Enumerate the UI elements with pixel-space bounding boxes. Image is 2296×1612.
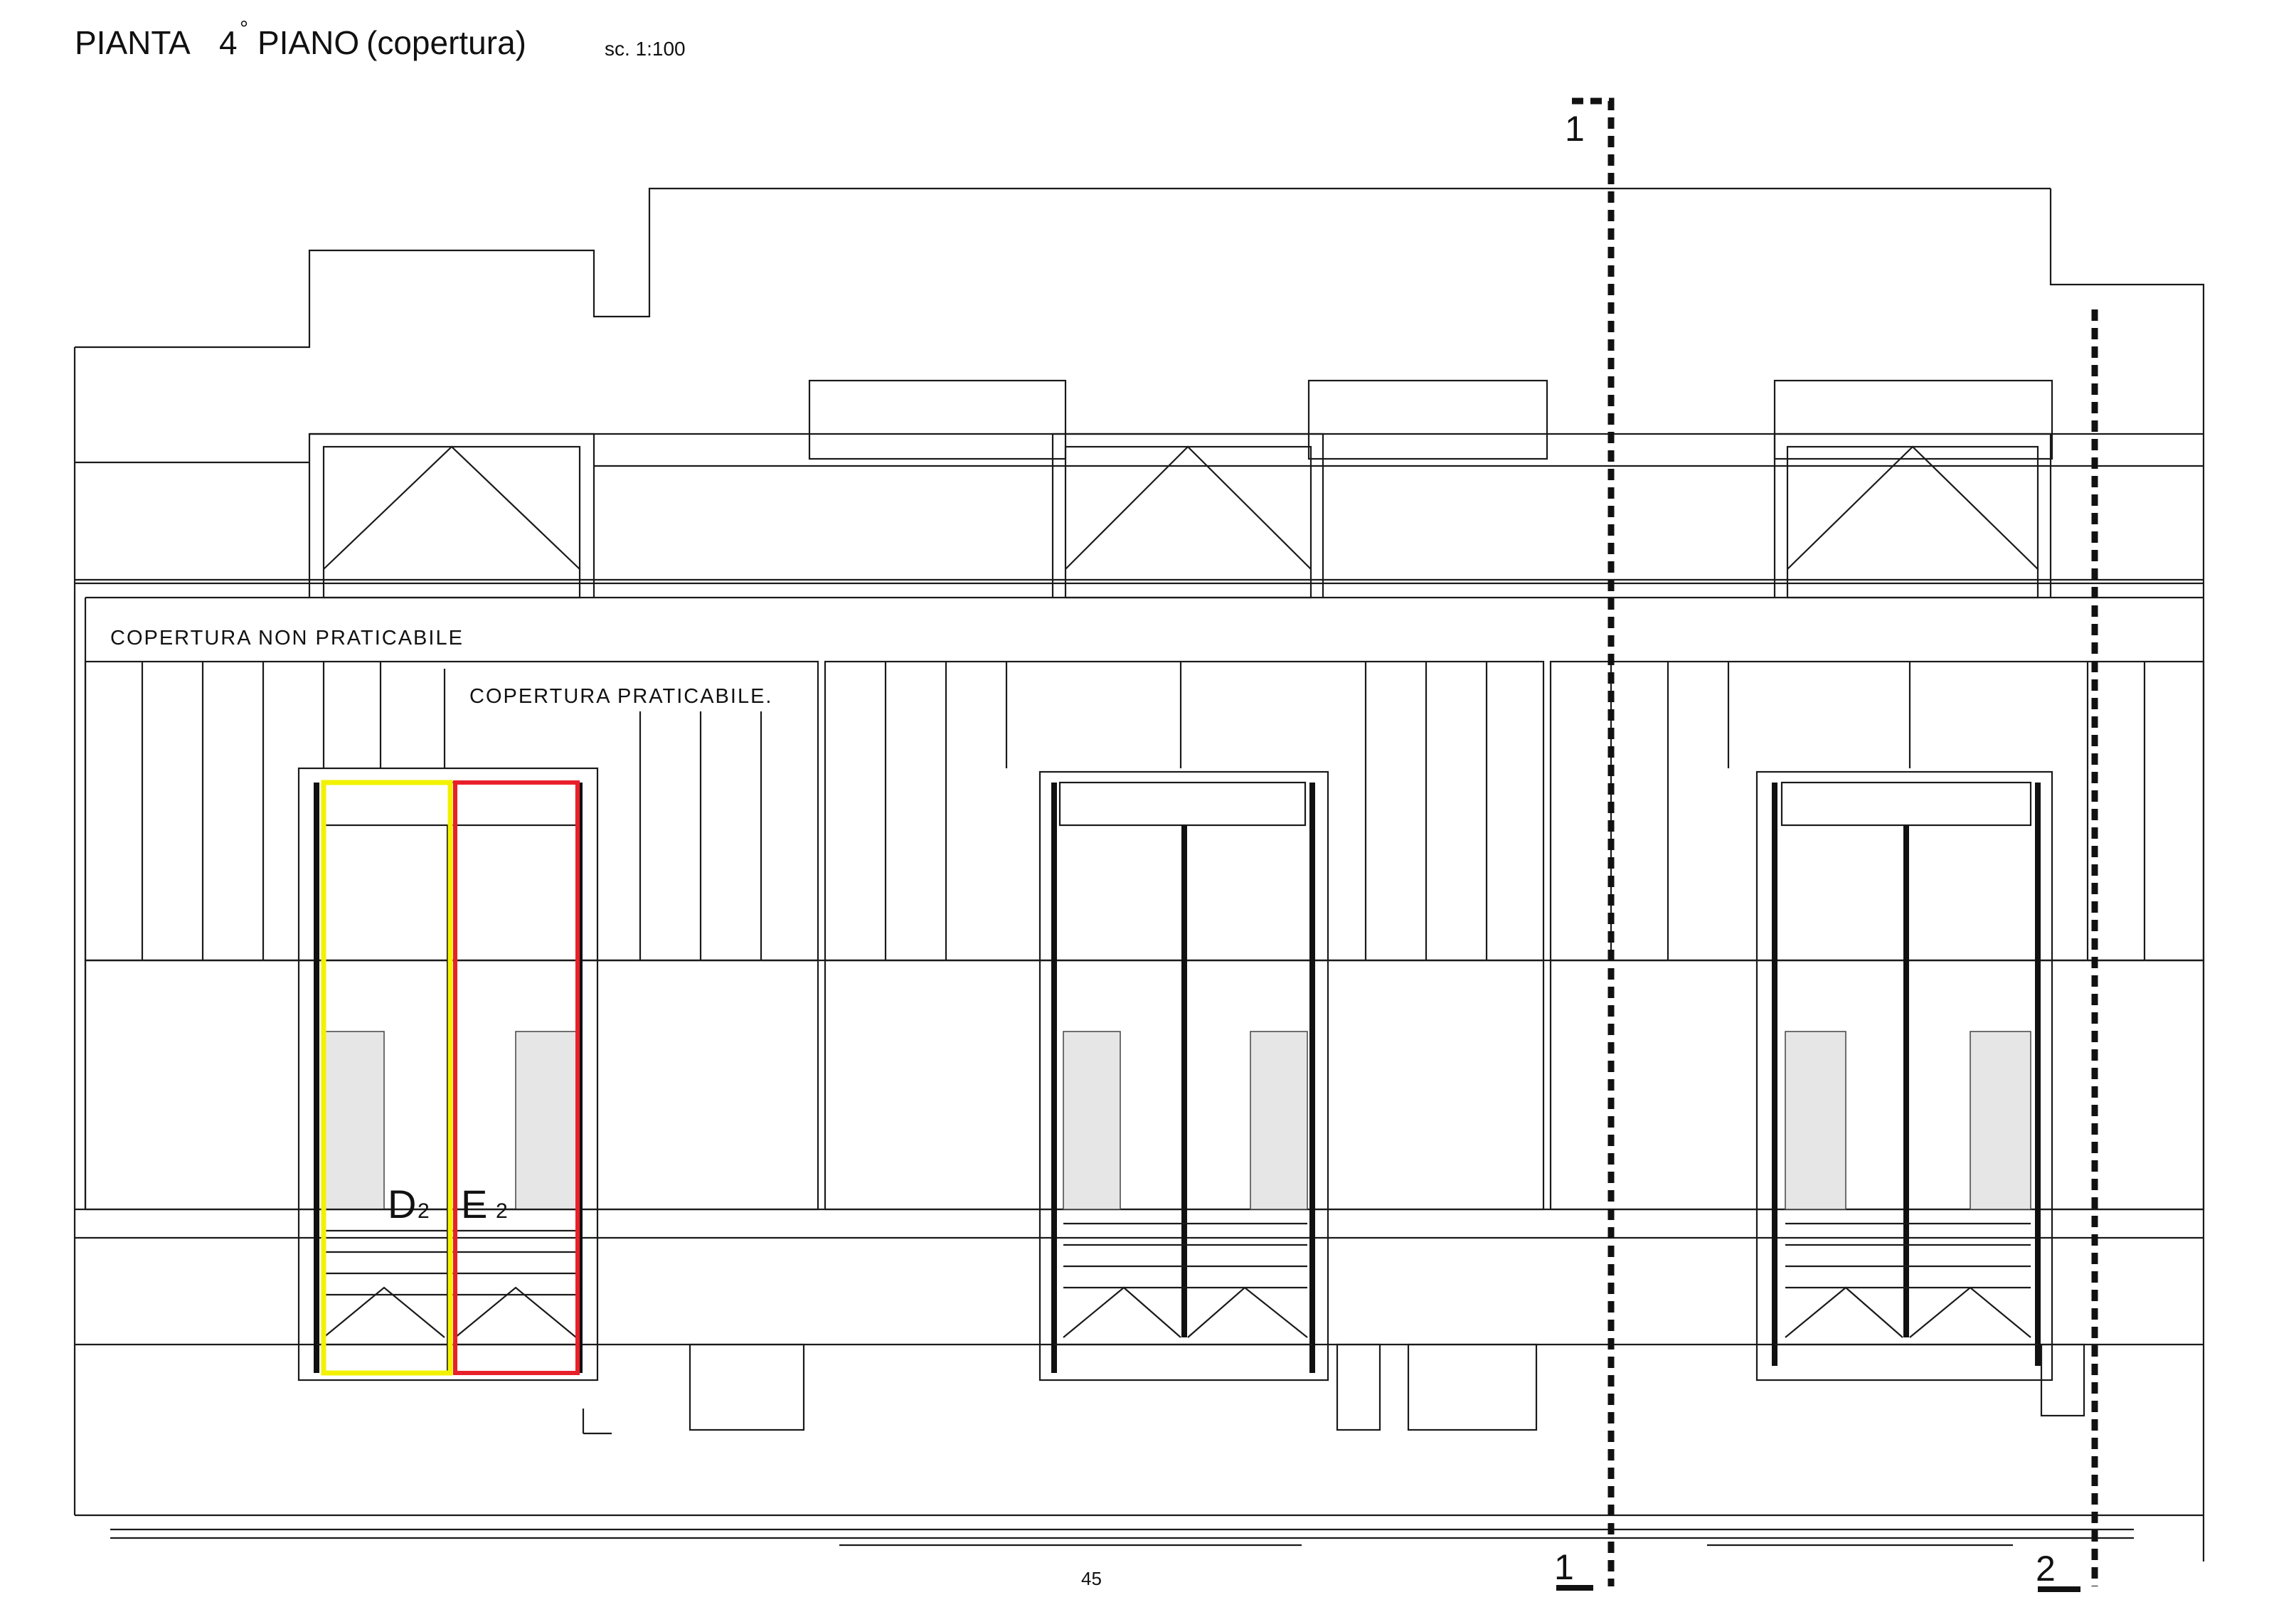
floor-number: 4 [219,24,238,61]
page-number: 45 [1081,1568,1102,1589]
section-1-top-label: 1 [1565,109,1585,149]
section-2-bottom-label: 2 [2036,1549,2056,1589]
section-line-1: 1 1 [1554,97,1615,1591]
unit-d2-highlight[interactable] [321,780,453,1376]
unit-e2-highlight[interactable] [453,780,580,1375]
unit-e-subscript: 2 [496,1199,508,1223]
floor-superscript: ° [240,17,248,41]
floor-word: PIANO [257,24,359,61]
plan-title: PIANTA [75,24,191,61]
roof-panels [84,660,2205,1211]
stair-core-2 [1038,770,1329,1382]
building-outline [73,187,2205,1561]
walkable-roof-label: COPERTURA PRATICABILE. [469,685,772,708]
plan-subtitle: (copertura) [366,24,526,61]
scale-note: sc. 1:100 [605,38,686,60]
unit-d-subscript: 2 [418,1199,430,1223]
unit-d-letter: D [388,1182,416,1226]
stair-core-3 [1755,770,2053,1382]
upper-roof-profile [75,379,2204,581]
section-1-bottom-label: 1 [1554,1547,1574,1587]
non-walkable-roof-label: COPERTURA NON PRATICABILE [110,627,464,649]
gable-roofs [308,433,2052,599]
section-line-2: 2 [2036,309,2098,1592]
unit-e-letter: E [461,1182,487,1226]
